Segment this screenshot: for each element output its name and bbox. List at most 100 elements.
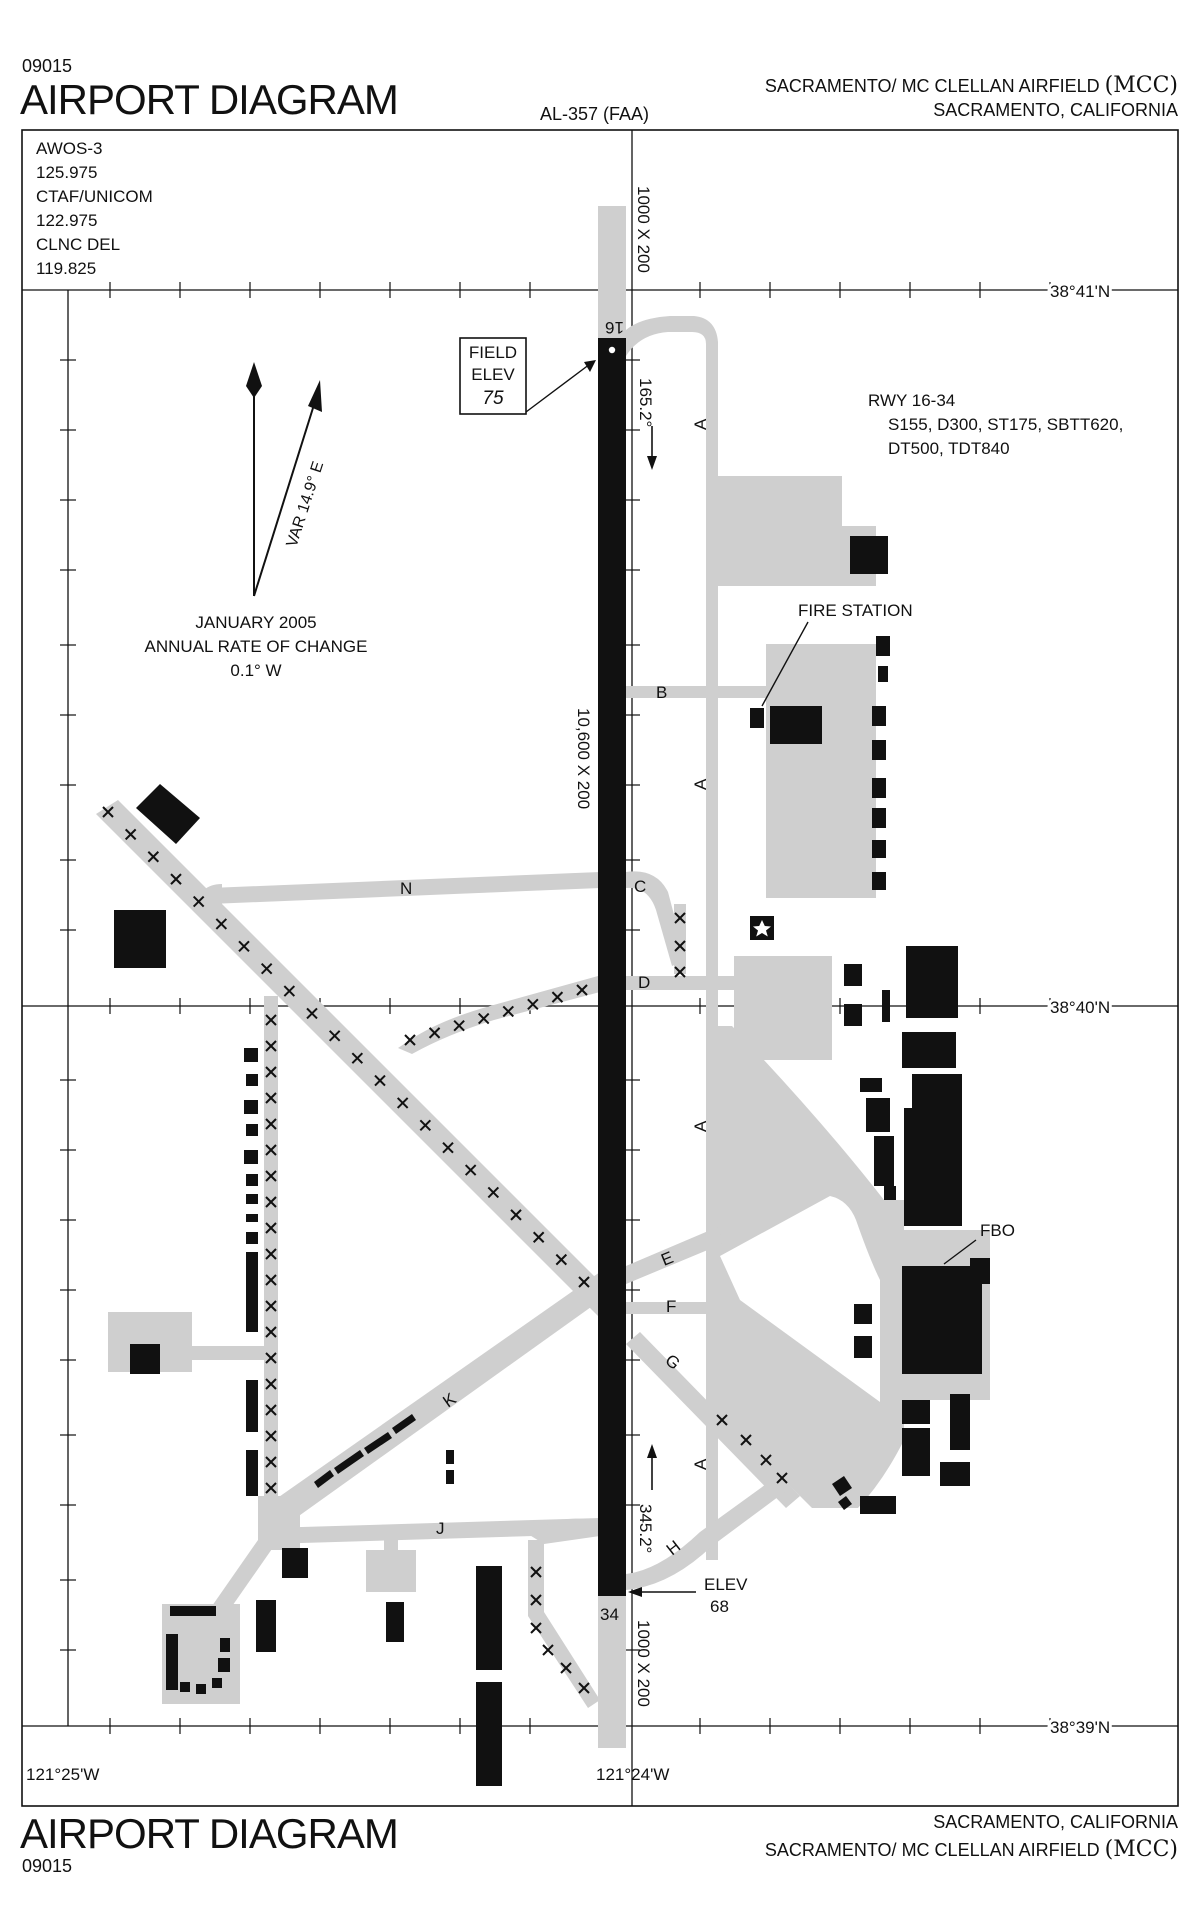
chart-number: 09015 (22, 56, 72, 76)
south-elev-label: ELEV (704, 1575, 748, 1594)
closed-x-marking (551, 991, 564, 1003)
closed-x-marking (776, 1472, 788, 1484)
north-overrun (598, 206, 626, 342)
field-elev-arrow-icon (584, 360, 596, 372)
south-apron-inner (720, 1196, 880, 1402)
airport-id: (MCC) (1105, 73, 1178, 98)
closed-x-marking (487, 1186, 500, 1199)
taxiway-g (626, 1332, 800, 1508)
closed-x-marking (404, 1034, 416, 1046)
frame-ticks (60, 282, 1051, 1734)
southeast-closed-leg (528, 1540, 600, 1708)
closed-x-marking (265, 1378, 277, 1390)
closed-x-marking (265, 1482, 277, 1494)
closed-x-marking (555, 1253, 568, 1266)
closed-x-marking (192, 895, 205, 908)
variation-epoch: JANUARY 2005 (195, 613, 316, 632)
south-elev-value: 68 (710, 1597, 729, 1616)
closed-x-marking (265, 1404, 277, 1416)
closed-x-marking (265, 1248, 277, 1260)
closed-x-marking (510, 1209, 522, 1221)
closed-x-marking (265, 1170, 277, 1182)
procedure-id: AL-357 (FAA) (540, 104, 649, 124)
taxiway-d (626, 976, 736, 990)
southeast-closed-top (528, 1518, 600, 1544)
closed-x-marking (351, 1052, 364, 1064)
taxiway-j-joint (258, 1496, 300, 1550)
runway-dimensions: 10,600 X 200 (574, 708, 593, 809)
awos-freq: 125.975 (36, 163, 97, 182)
closed-x-marking (674, 966, 686, 978)
footer-chart-number: 09015 (22, 1856, 72, 1876)
closed-x-marking (306, 1007, 318, 1020)
closed-x-marking (265, 1456, 277, 1468)
taxiway-n (210, 872, 600, 904)
clnc-freq: 119.825 (36, 259, 96, 278)
closed-x-marking (453, 1020, 465, 1032)
closed-x-marking (560, 1662, 572, 1674)
closed-x-marking (464, 1164, 477, 1176)
taxiway-label-n: N (400, 879, 412, 898)
lon-west-label: 121°25'W (26, 1765, 99, 1784)
closed-x-marking (419, 1119, 432, 1132)
building-nw-square (114, 910, 166, 968)
footer: AIRPORT DIAGRAM 09015 SACRAMENTO, CALIFO… (20, 1810, 1178, 1876)
awos-label: AWOS-3 (36, 139, 102, 158)
fire-station-label: FIRE STATION (798, 601, 913, 620)
taxiway-label-d: D (638, 973, 650, 992)
hangar-east-3 (912, 1074, 962, 1108)
fbo-building (902, 1266, 982, 1374)
lat-mid-label: 38°40'N (1050, 998, 1110, 1017)
magnetic-variation: VAR 14.9° E JANUARY 2005 ANNUAL RATE OF … (145, 362, 367, 680)
closed-x-marking (265, 1066, 277, 1078)
south-pad-link (384, 1534, 398, 1556)
buildings (114, 536, 990, 1786)
field-elev-label-1: FIELD (469, 343, 517, 362)
comm-frequencies: AWOS-3 125.975 CTAF/UNICOM 122.975 CLNC … (36, 139, 153, 278)
lat-north-label: 38°41'N (1050, 282, 1110, 301)
taxiway-h (626, 1474, 790, 1590)
north-apron (716, 476, 876, 586)
runway-pavement (598, 338, 626, 1596)
taxiway-k (266, 1272, 612, 1528)
runway-strength-2: DT500, TDT840 (888, 439, 1010, 458)
taxiway-label-a3: A (691, 1120, 710, 1132)
west-pad-building (130, 1344, 160, 1374)
heading-north: 165.2° (636, 378, 655, 427)
hangar-fire-area (770, 706, 822, 744)
hangar-east-2 (902, 1032, 956, 1068)
closed-x-marking (265, 1040, 277, 1052)
closed-x-marking (542, 1644, 554, 1656)
taxiway-b (626, 686, 766, 698)
runway-threshold-marker-icon (608, 346, 616, 354)
lon-east-label: 121°24'W (596, 1765, 669, 1784)
closed-spur (398, 976, 600, 1054)
taxiway-label-a2: A (691, 778, 710, 790)
header: 09015 AIRPORT DIAGRAM AL-357 (FAA) SACRA… (20, 56, 1178, 124)
closed-x-marking (170, 873, 182, 885)
footer-airport-name: SACRAMENTO/ MC CLELLAN AIRFIELD (MCC) (765, 1837, 1178, 1862)
south-elevation: ELEV 68 (628, 1575, 748, 1616)
south-building-1 (476, 1566, 502, 1670)
closed-x-marking (530, 1566, 542, 1578)
true-north-arrow-icon (246, 362, 262, 398)
runway-designation: RWY 16-34 (868, 391, 955, 410)
closed-x-marking (260, 962, 273, 975)
closed-x-marking (265, 1196, 277, 1208)
heading-south: 345.2° (636, 1504, 655, 1553)
closed-x-marking (265, 1144, 277, 1156)
magnetic-north-arrow-icon (308, 380, 322, 412)
closed-x-marking (238, 940, 250, 952)
heading-south-arrow-icon (647, 1444, 657, 1458)
closed-x-marking (532, 1231, 545, 1243)
heading-north-arrow-icon (647, 456, 657, 470)
fire-station-apron (766, 644, 876, 898)
taxiway-label-j: J (436, 1519, 445, 1538)
closed-x-marking (740, 1434, 752, 1446)
closed-x-marking (478, 1012, 490, 1025)
closed-x-marking (674, 912, 686, 924)
closed-x-marking (442, 1142, 454, 1154)
south-building-2 (476, 1682, 502, 1786)
rate-of-change-value: 0.1° W (230, 661, 281, 680)
